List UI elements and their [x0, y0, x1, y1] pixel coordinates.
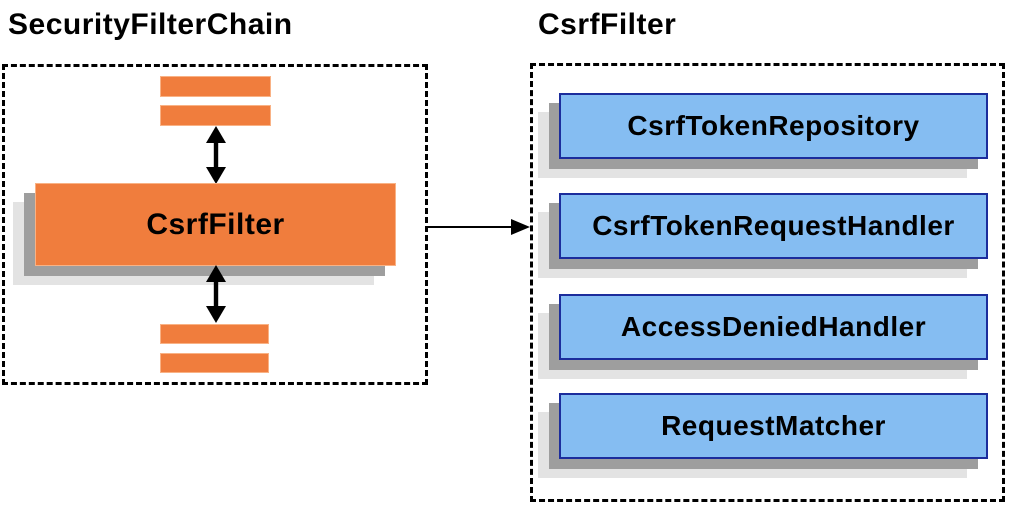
component-box-access-denied-handler: AccessDeniedHandler — [559, 294, 988, 360]
csrf-filter-box: CsrfFilter — [35, 183, 396, 266]
filter-bar-bottom-2 — [160, 353, 269, 373]
csrf-filter-title: CsrfFilter — [538, 8, 677, 41]
double-arrow-icon — [201, 265, 231, 323]
csrf-filter-container — [530, 63, 1005, 502]
security-filter-chain-title: SecurityFilterChain — [8, 8, 293, 41]
flow-arrow-icon — [427, 217, 530, 237]
filter-bar-bottom-1 — [160, 324, 269, 344]
filter-bar-top-2 — [160, 105, 271, 126]
double-arrow-icon — [201, 126, 231, 184]
component-box-request-matcher: RequestMatcher — [559, 393, 988, 459]
csrf-filter-box-label: CsrfFilter — [146, 207, 285, 241]
component-box-csrf-token-request-handler: CsrfTokenRequestHandler — [559, 193, 988, 259]
component-box-csrf-token-repository: CsrfTokenRepository — [559, 93, 988, 159]
security-filter-chain-container — [2, 64, 428, 385]
filter-bar-top-1 — [160, 76, 271, 97]
